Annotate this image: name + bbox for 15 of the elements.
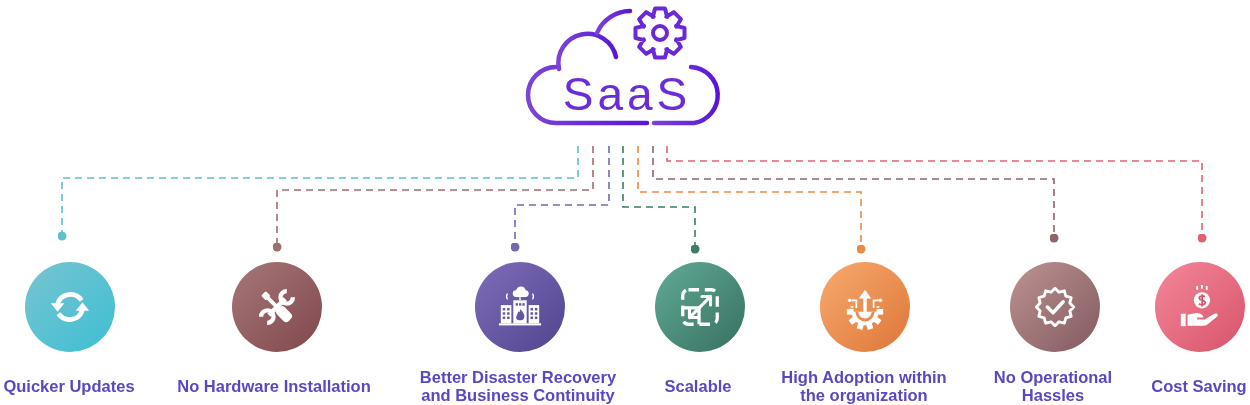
dashed-connector: [272, 145, 594, 252]
dashed-connector: [637, 145, 866, 254]
dashed-connector: [652, 145, 1059, 243]
dashed-connector: [666, 145, 1207, 243]
cloud-label: SaaS: [562, 71, 692, 117]
feature-label: Quicker Updates: [3, 377, 135, 395]
feature-label: High Adoption within the organization: [780, 368, 948, 404]
dashed-connector: [57, 145, 579, 241]
feature-label: No Hardware Installation: [177, 377, 371, 395]
feature-label: Scalable: [664, 377, 732, 395]
dashed-connector: [622, 145, 700, 254]
feature-label: Cost Saving: [1151, 377, 1247, 395]
feature-label: Better Disaster Recovery and Business Continuity: [418, 368, 618, 404]
feature-label: No Operational Hassles: [992, 368, 1114, 404]
dashed-connector: [510, 145, 610, 252]
